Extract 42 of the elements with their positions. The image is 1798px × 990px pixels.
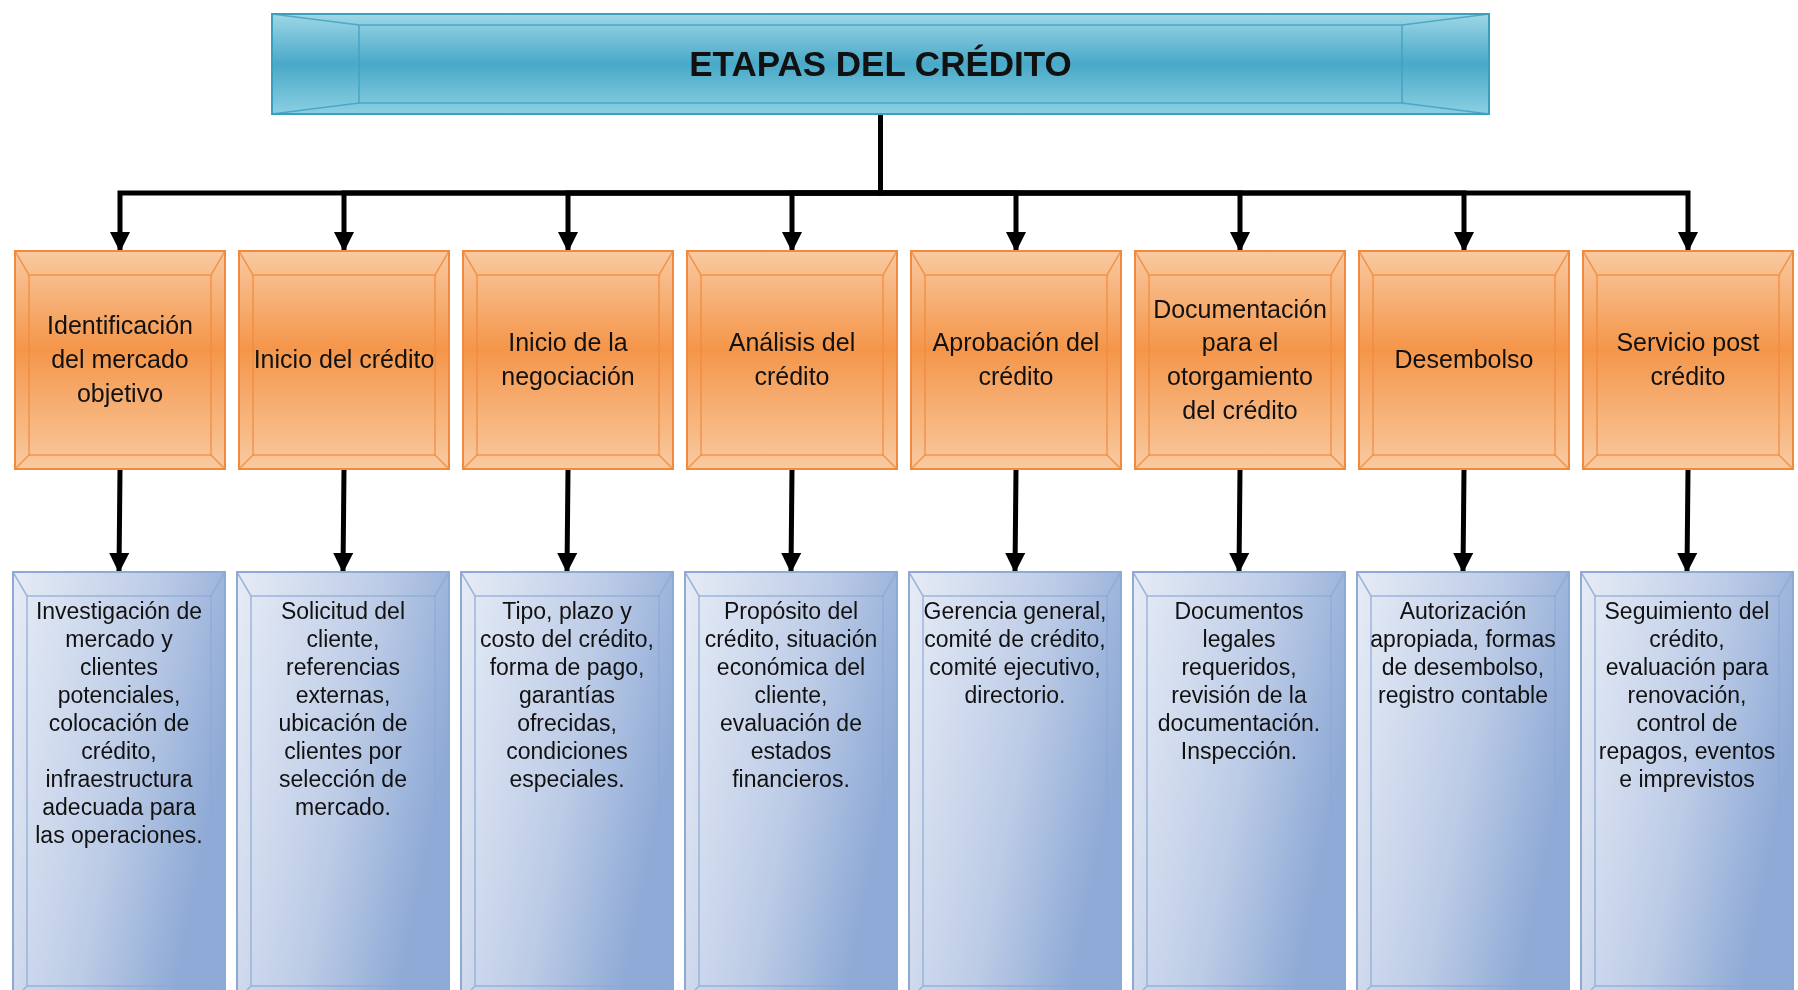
stage-box xyxy=(1134,250,1346,470)
detail-box xyxy=(908,571,1122,990)
detail-box xyxy=(12,571,226,990)
detail-box xyxy=(1356,571,1570,990)
stage-box xyxy=(1582,250,1794,470)
stage-name: Desembolso xyxy=(1394,344,1534,376)
stage-detail: Investigación de mercado y clientes potenciales, colocación de crédito, infraestructura adecuada para las operaciones. xyxy=(34,597,204,850)
stage-box xyxy=(14,250,226,470)
stage-name: Análisis del crédito xyxy=(727,327,857,392)
stage-name: Servicio post crédito xyxy=(1615,327,1761,392)
title-banner xyxy=(271,13,1490,115)
stage-detail: Solicitud del cliente, referencias externas, ubicación de clientes por selección de mercado. xyxy=(277,597,409,822)
stage-box xyxy=(910,250,1122,470)
stage-detail: Autorización apropiada, formas de desembolso, registro contable xyxy=(1370,597,1556,710)
arrow xyxy=(781,469,802,573)
stage-box xyxy=(462,250,674,470)
stage-detail: Propósito del crédito, situación económica del cliente, evaluación de estados financieros. xyxy=(703,597,879,794)
stage-name: Identificación del mercado objetivo xyxy=(46,310,194,409)
arrow xyxy=(1005,469,1026,573)
stage-name: Inicio del crédito xyxy=(253,344,435,376)
stage-box xyxy=(686,250,898,470)
detail-box xyxy=(236,571,450,990)
arrow xyxy=(333,469,354,573)
stage-detail: Tipo, plazo y costo del crédito, forma de pago, garantías ofrecidas, condiciones especiales. xyxy=(479,597,655,794)
arrow xyxy=(1677,469,1698,573)
stage-name: Aprobación del crédito xyxy=(931,327,1101,392)
arrow xyxy=(1229,469,1250,573)
stage-detail: Documentos legales requeridos, revisión de la documentación. Inspección. xyxy=(1156,597,1322,766)
detail-box xyxy=(460,571,674,990)
stage-box xyxy=(1358,250,1570,470)
banner-label: ETAPAS DEL CRÉDITO xyxy=(689,42,1072,85)
arrow xyxy=(557,469,578,573)
stage-name: Inicio de la negociación xyxy=(500,327,636,392)
stage-detail: Seguimiento del crédito, evaluación para renovación, control de repagos, eventos e imprevistos xyxy=(1597,597,1777,794)
detail-box xyxy=(1132,571,1346,990)
detail-box xyxy=(1580,571,1794,990)
stage-name: Documentación para el otorgamiento del crédito xyxy=(1152,293,1328,426)
arrow xyxy=(1453,469,1474,573)
stage-box xyxy=(238,250,450,470)
detail-box xyxy=(684,571,898,990)
arrow xyxy=(109,469,130,573)
stage-detail: Gerencia general, comité de crédito, comité ejecutivo, directorio. xyxy=(922,597,1108,710)
